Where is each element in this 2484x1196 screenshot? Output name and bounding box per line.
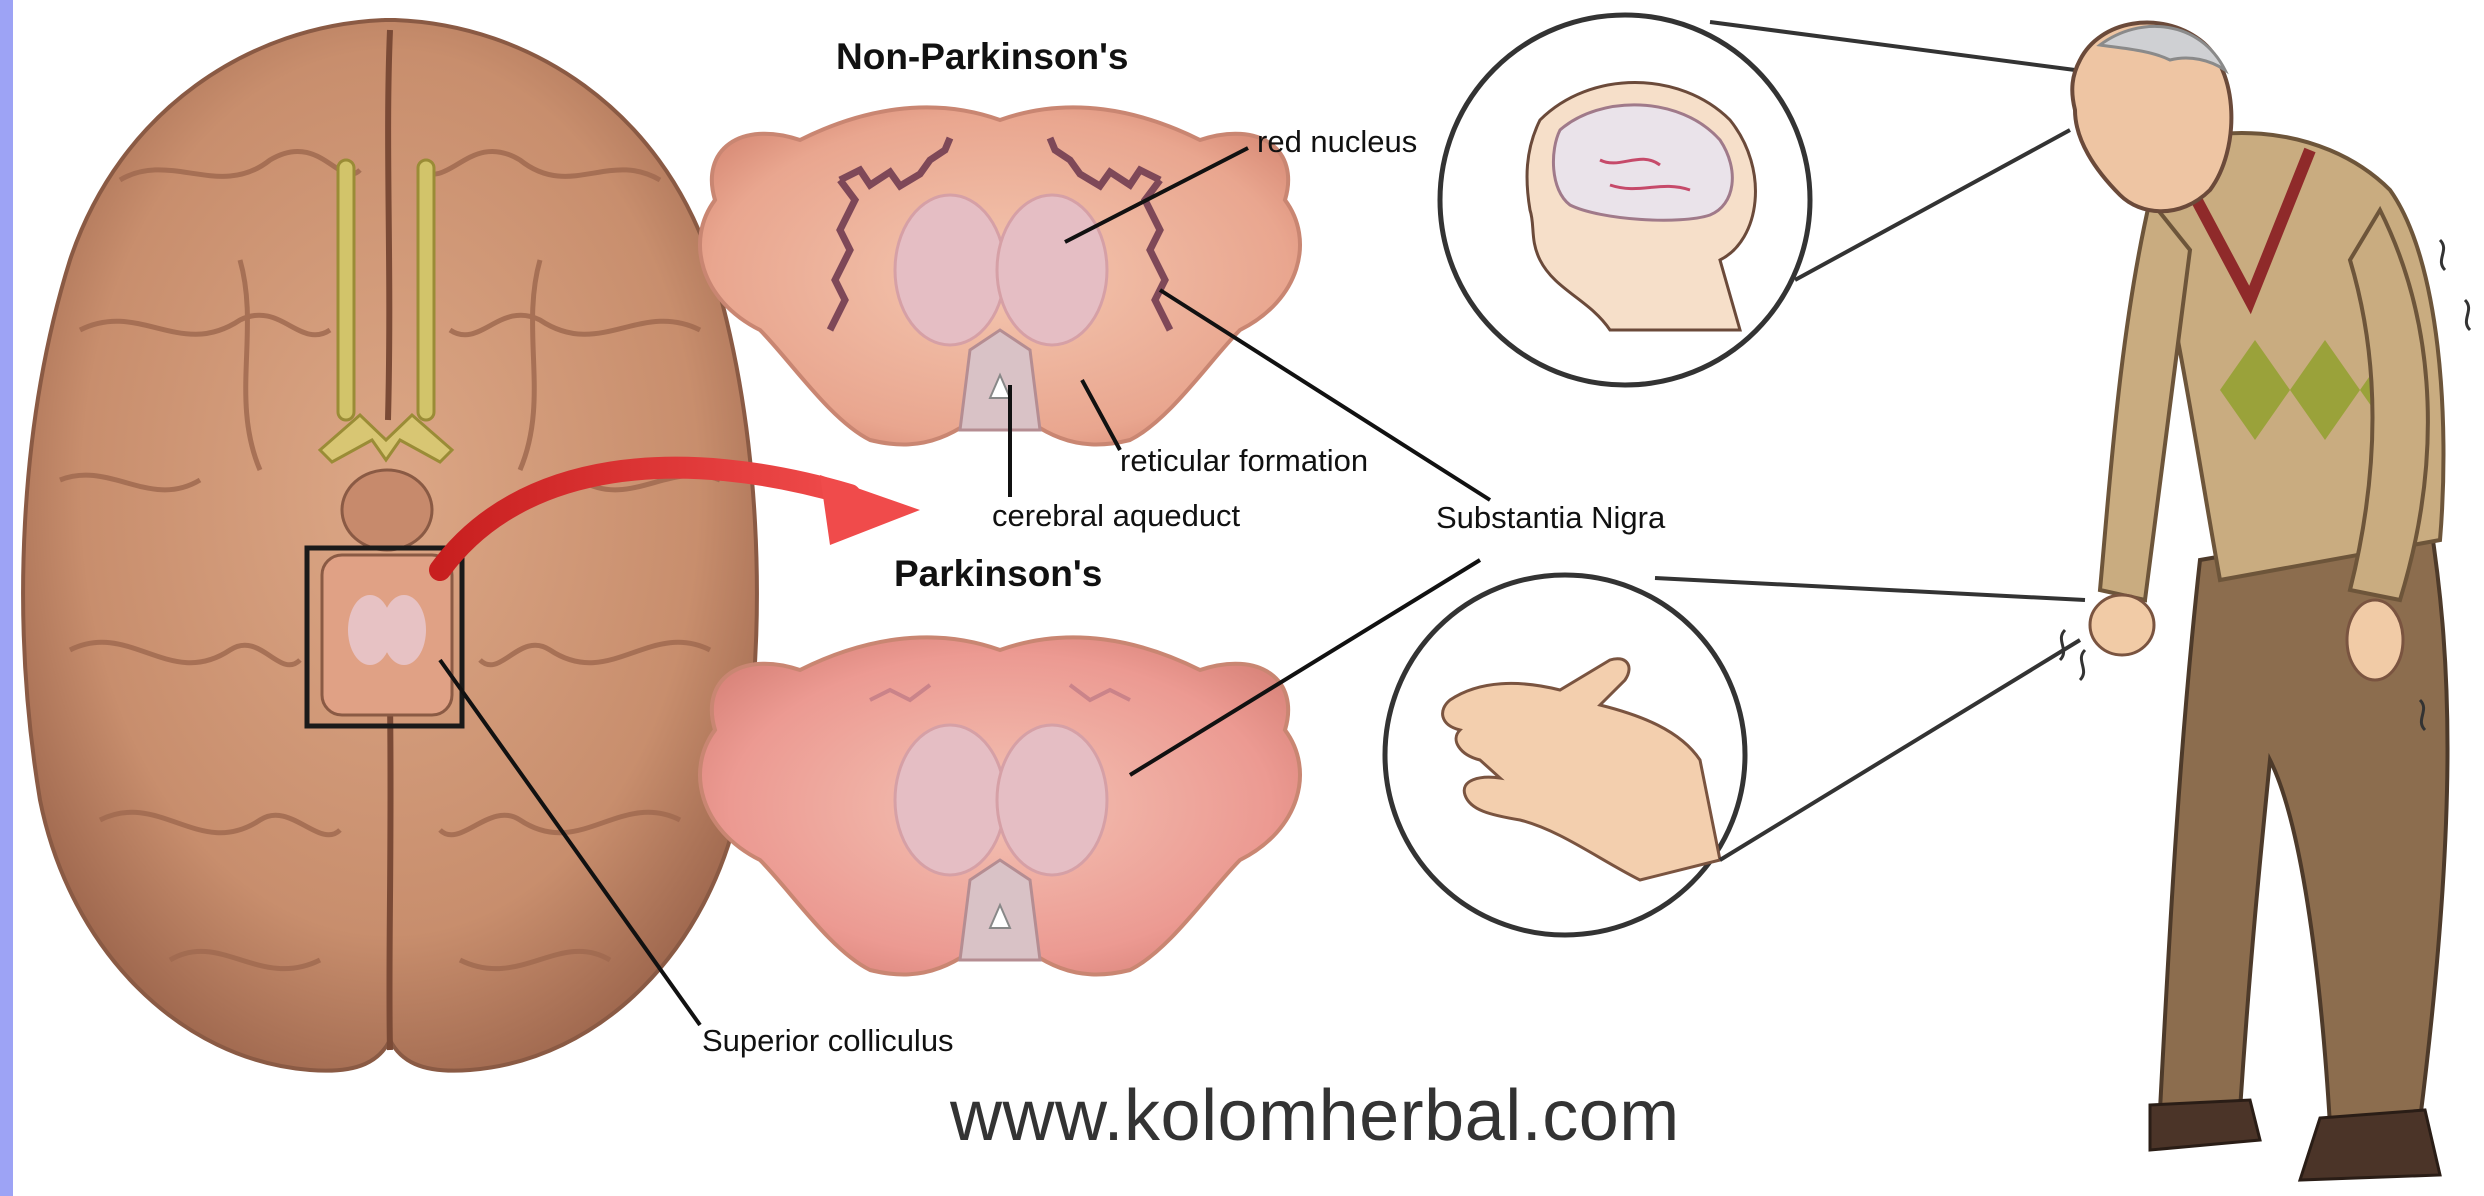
brain-inferior-view	[23, 20, 757, 1071]
label-superior-colliculus: Superior colliculus	[702, 1023, 954, 1059]
elderly-man-figure	[2060, 23, 2470, 1180]
title-parkinsons: Parkinson's	[894, 553, 1102, 595]
label-cerebral-aqueduct: cerebral aqueduct	[992, 498, 1240, 534]
hand-magnifier	[1385, 575, 2085, 935]
head-magnifier	[1440, 15, 2075, 385]
website-url: www.kolomherbal.com	[950, 1075, 1680, 1157]
midbrain-slice-normal	[700, 107, 1300, 444]
label-red-nucleus: red nucleus	[1257, 124, 1417, 160]
midbrain-slice-parkinsons	[700, 637, 1300, 974]
label-reticular-formation: reticular formation	[1120, 443, 1368, 479]
title-non-parkinsons: Non-Parkinson's	[836, 36, 1129, 78]
label-substantia-nigra: Substantia Nigra	[1436, 500, 1665, 536]
